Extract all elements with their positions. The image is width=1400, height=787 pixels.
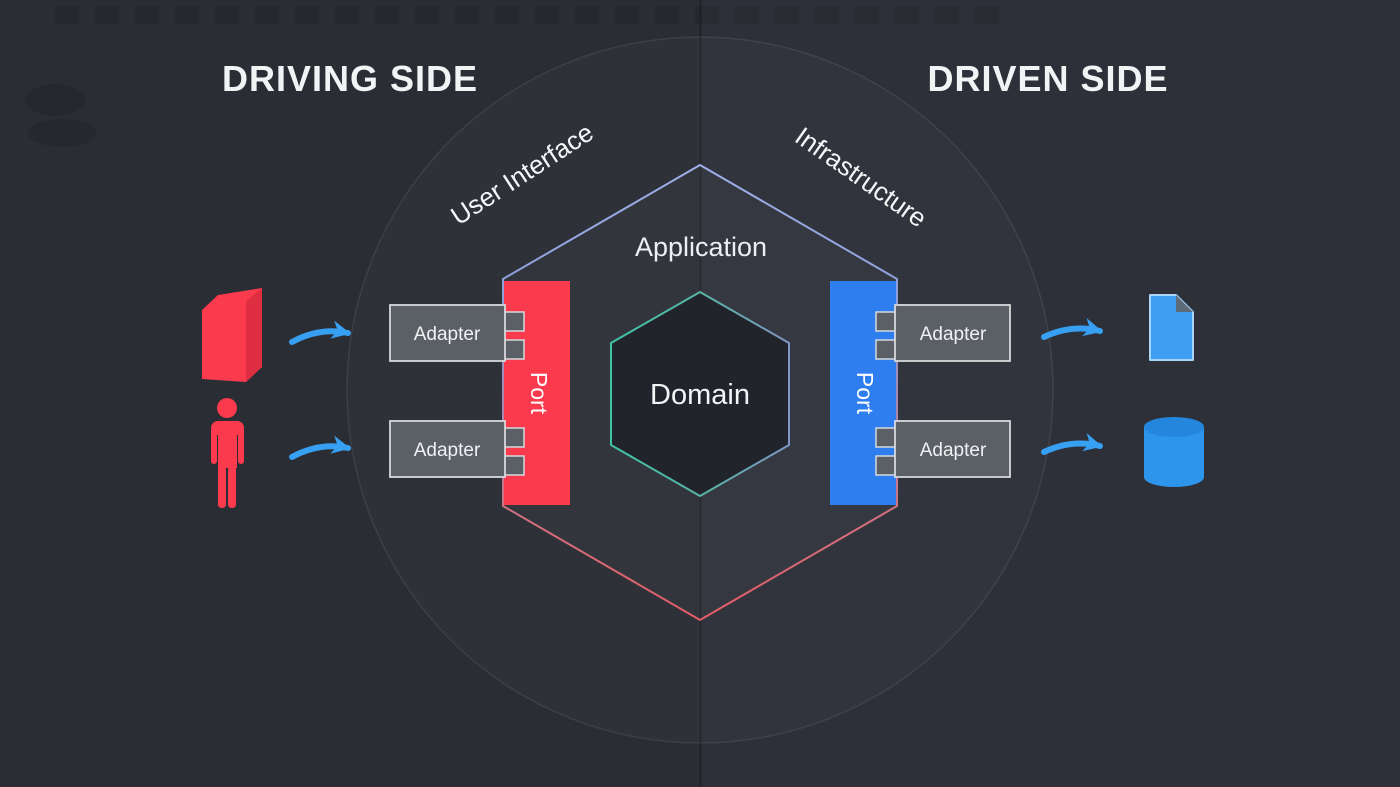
top-edge-artifact [25, 6, 999, 147]
adapter-box [894, 304, 1011, 362]
driven-side-title: DRIVEN SIDE [927, 58, 1168, 99]
driving-port-label: Port [526, 372, 552, 415]
application-label: Application [635, 232, 767, 262]
adapter-label: Adapter [920, 440, 987, 461]
connector-arrows [289, 318, 1103, 460]
application-hexagon [502, 164, 898, 621]
background-right [700, 0, 1400, 787]
adapter-box [894, 420, 1011, 478]
domain-hexagon [610, 291, 790, 497]
arrow-icon [289, 435, 351, 460]
person-icon [211, 398, 244, 508]
adapter-box [389, 304, 506, 362]
architecture-boundary-circle [346, 36, 1054, 744]
driving-adapter-bottom: Adapter [389, 420, 525, 478]
driven-port-label: Port [852, 372, 878, 415]
driving-adapter-top: Adapter [389, 304, 525, 362]
adapter-box [389, 420, 506, 478]
adapter-label: Adapter [414, 324, 481, 345]
driving-side-title: DRIVING SIDE [222, 58, 478, 99]
driven-adapter-bottom: Adapter [875, 420, 1011, 478]
domain-label: Domain [650, 379, 750, 411]
arrow-icon [289, 320, 351, 345]
red-box-icon [202, 288, 262, 382]
adapter-label: Adapter [920, 324, 987, 345]
driven-adapter-top: Adapter [875, 304, 1011, 362]
arrow-icon [1041, 433, 1103, 455]
adapter-label: Adapter [414, 440, 481, 461]
background-left [0, 0, 700, 787]
document-icon [1149, 294, 1194, 361]
database-icon [1144, 417, 1204, 487]
arrow-icon [1041, 318, 1103, 340]
